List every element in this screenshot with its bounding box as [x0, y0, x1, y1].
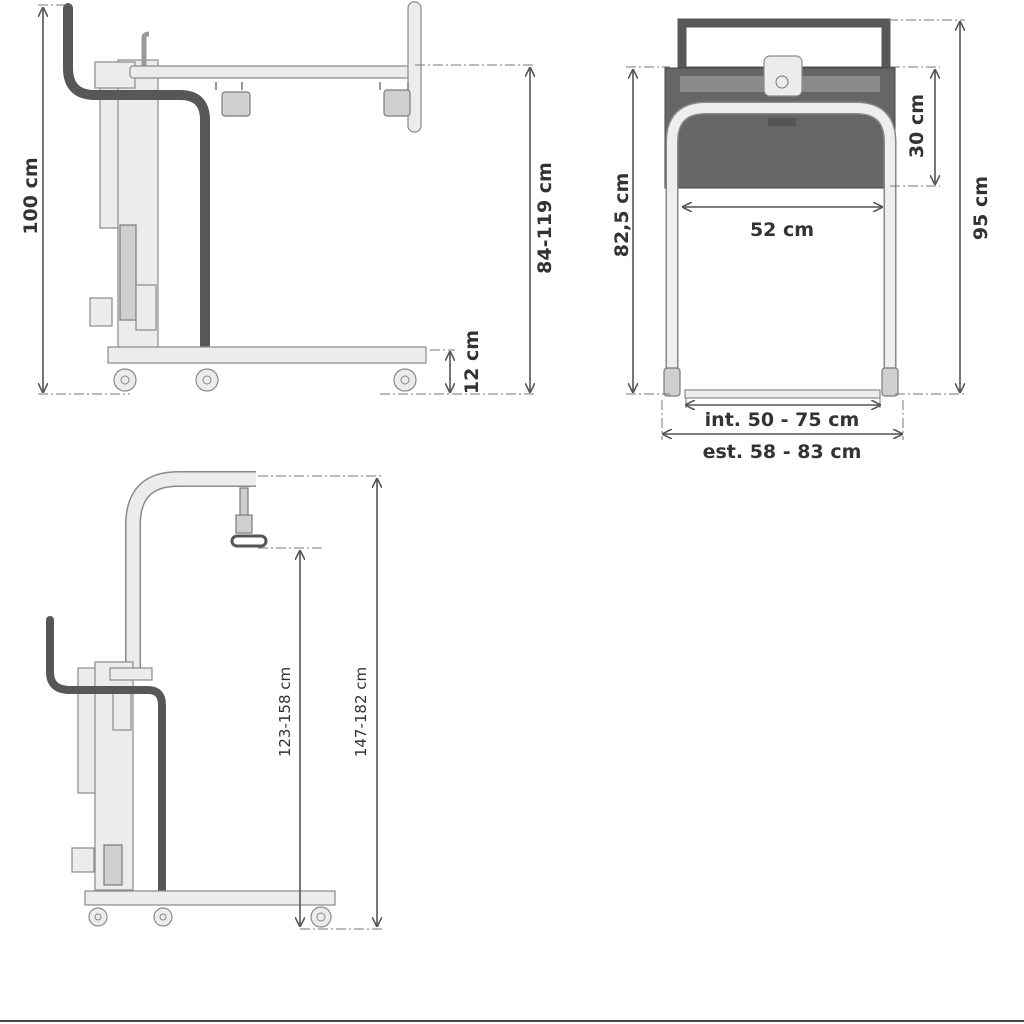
lift-push-handle [46, 616, 166, 894]
side-base-leg [107, 346, 427, 364]
front-wheel-left [663, 367, 681, 397]
side-lift-drawing [63, 1, 427, 392]
front-total-height-label: 95 cm [970, 176, 992, 240]
side-wheels [113, 368, 417, 392]
lift-hanger-stem [239, 487, 249, 519]
inner-width-label: 52 cm [750, 219, 814, 241]
lift-wheels [88, 906, 332, 928]
lift-battery [71, 847, 95, 873]
lift-boom [126, 472, 256, 668]
side-arm [129, 65, 413, 79]
side-battery [89, 297, 113, 327]
lift-side-box [112, 689, 132, 731]
side-control-box [94, 61, 136, 89]
side-hook-left [215, 82, 251, 117]
front-view: 82,5 cm 30 cm 95 cm 52 cm int. 50 - 75 c… [611, 18, 992, 463]
lift-drawing [46, 471, 336, 928]
front-u-frame [667, 103, 895, 392]
lift-hanger-joint [235, 514, 253, 534]
lift-total-height-range-label: 147-182 cm [352, 667, 370, 757]
arm-height-range-label: 84-119 cm [534, 162, 556, 274]
side-arm-handle [141, 31, 150, 70]
front-control-knob [775, 75, 789, 89]
lift-view: 123-158 cm 147-182 cm [46, 471, 382, 930]
lift-arm-stub [109, 667, 153, 681]
side-push-handle [63, 3, 210, 350]
side-dimension-lines [38, 4, 535, 395]
lift-motor [103, 844, 123, 886]
side-view: 100 cm 84-119 cm 12 cm [20, 1, 556, 395]
front-lift-drawing [663, 18, 899, 399]
base-height-label: 12 cm [461, 330, 483, 394]
side-actuator [119, 224, 137, 321]
panel-height-label: 30 cm [906, 94, 928, 158]
lift-hanger-bar [230, 534, 268, 548]
height-to-panel-label: 82,5 cm [611, 173, 633, 258]
front-wheel-right [881, 367, 899, 397]
total-height-label: 100 cm [20, 157, 42, 234]
internal-base-width-label: int. 50 - 75 cm [705, 409, 860, 431]
front-base-bar [684, 389, 881, 399]
lift-dimension-lines [258, 475, 382, 930]
lift-base-leg [84, 890, 336, 906]
front-dimension-lines [626, 19, 965, 440]
external-base-width-label: est. 58 - 83 cm [703, 441, 862, 463]
side-hook-right [379, 82, 411, 117]
side-motor [135, 284, 157, 331]
front-label-plate [768, 118, 796, 126]
hook-height-range-label: 123-158 cm [276, 667, 294, 757]
side-grip-bar [407, 1, 422, 133]
